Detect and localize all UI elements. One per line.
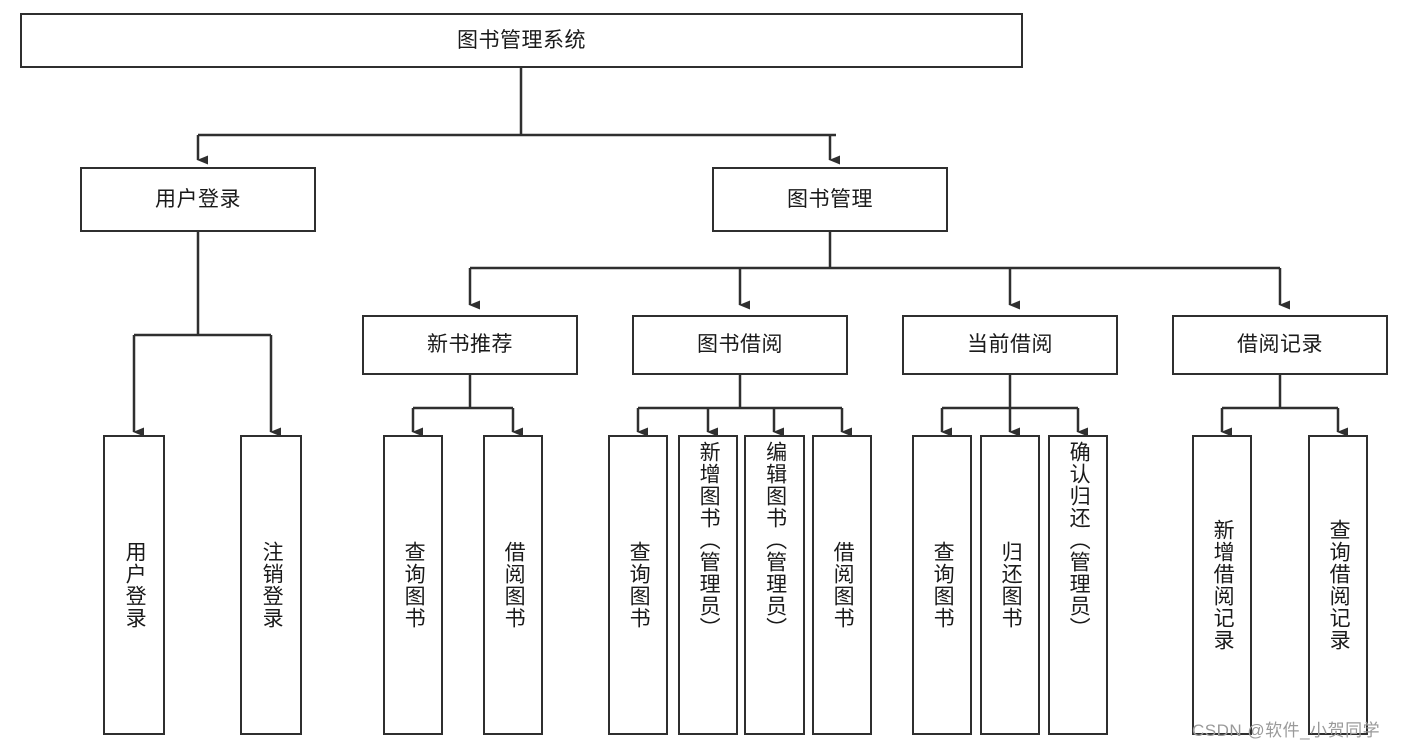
node-book-management-label: 图书管理 — [787, 187, 873, 211]
node-root-label: 图书管理系统 — [457, 28, 586, 52]
leaf-query-borrow-record-label: 查询借阅记录 — [1327, 519, 1351, 651]
leaf-confirm-return-admin-label: 确认归还（管理员） — [1067, 441, 1091, 639]
leaf-return-book[interactable]: 归还图书 — [980, 435, 1040, 735]
leaf-add-borrow-record[interactable]: 新增借阅记录 — [1192, 435, 1252, 735]
leaf-borrow-book-2[interactable]: 借阅图书 — [812, 435, 872, 735]
leaf-query-book-2-label: 查询图书 — [627, 541, 651, 629]
node-current-borrow[interactable]: 当前借阅 — [902, 315, 1118, 375]
leaf-edit-book-admin-label: 编辑图书（管理员） — [763, 441, 787, 639]
leaf-add-book-admin-label: 新增图书（管理员） — [697, 441, 721, 639]
leaf-borrow-book-1[interactable]: 借阅图书 — [483, 435, 543, 735]
leaf-user-login-label: 用户登录 — [123, 541, 147, 629]
node-book-borrow[interactable]: 图书借阅 — [632, 315, 848, 375]
leaf-borrow-book-2-label: 借阅图书 — [831, 541, 855, 629]
csdn-watermark: CSDN @软件_小贺同学 — [1192, 721, 1381, 740]
leaf-confirm-return-admin[interactable]: 确认归还（管理员） — [1048, 435, 1108, 735]
node-borrow-record[interactable]: 借阅记录 — [1172, 315, 1388, 375]
leaf-user-login[interactable]: 用户登录 — [103, 435, 165, 735]
leaf-logout-label: 注销登录 — [260, 541, 284, 629]
leaf-query-book-3[interactable]: 查询图书 — [912, 435, 972, 735]
node-user-login[interactable]: 用户登录 — [80, 167, 316, 232]
leaf-add-borrow-record-label: 新增借阅记录 — [1211, 519, 1235, 651]
leaf-add-book-admin[interactable]: 新增图书（管理员） — [678, 435, 738, 735]
leaf-query-book-1[interactable]: 查询图书 — [383, 435, 443, 735]
leaf-query-book-2[interactable]: 查询图书 — [608, 435, 668, 735]
node-current-borrow-label: 当前借阅 — [967, 333, 1053, 357]
node-new-book-recommend[interactable]: 新书推荐 — [362, 315, 578, 375]
node-root[interactable]: 图书管理系统 — [20, 13, 1023, 68]
node-borrow-record-label: 借阅记录 — [1237, 333, 1323, 357]
node-user-login-label: 用户登录 — [155, 187, 241, 211]
node-book-management[interactable]: 图书管理 — [712, 167, 948, 232]
leaf-logout[interactable]: 注销登录 — [240, 435, 302, 735]
leaf-query-book-1-label: 查询图书 — [402, 541, 426, 629]
node-book-borrow-label: 图书借阅 — [697, 333, 783, 357]
leaf-return-book-label: 归还图书 — [999, 541, 1023, 629]
leaf-edit-book-admin[interactable]: 编辑图书（管理员） — [744, 435, 805, 735]
leaf-borrow-book-1-label: 借阅图书 — [502, 541, 526, 629]
node-new-book-recommend-label: 新书推荐 — [427, 333, 513, 357]
leaf-query-borrow-record[interactable]: 查询借阅记录 — [1308, 435, 1368, 735]
leaf-query-book-3-label: 查询图书 — [931, 541, 955, 629]
